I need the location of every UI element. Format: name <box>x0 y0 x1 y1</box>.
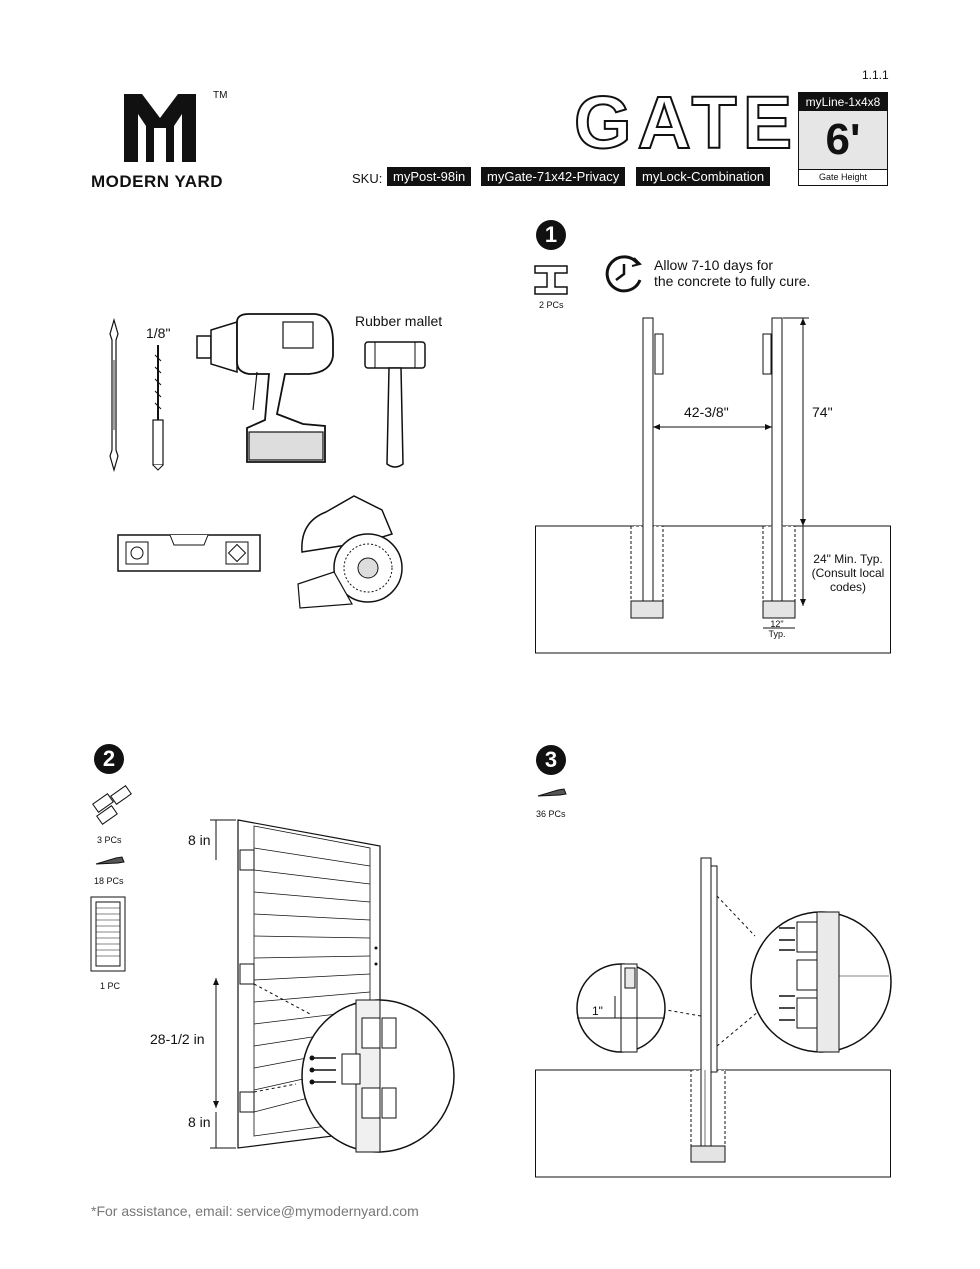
brand-name: MODERN YARD <box>91 172 224 191</box>
sku-tag-gate: myGate-71x42-Privacy <box>481 167 626 186</box>
depth-line-2: (Consult local <box>811 566 885 580</box>
height-box-model: myLine-1x4x8 <box>799 93 887 111</box>
gate-mount-diagram <box>535 857 892 1178</box>
mallet-label: Rubber mallet <box>355 313 443 329</box>
height-box-caption: Gate Height <box>799 169 887 185</box>
step-1-number: 1 <box>536 220 566 250</box>
sku-tag-post: myPost-98in <box>387 167 472 186</box>
drill-bit-size: 1/8" <box>146 325 171 341</box>
spirit-level-icon <box>117 534 261 572</box>
cure-note-line-1: Allow 7-10 days for <box>654 257 774 273</box>
gate-quantity: 1 PC <box>100 981 121 991</box>
screwdriver-bit-icon <box>109 317 119 473</box>
assistance-note: *For assistance, email: service@mymodern… <box>91 1203 419 1219</box>
bottom-offset-label: 8 in <box>188 1114 211 1130</box>
hole-width-line-1: 12" <box>770 619 784 629</box>
brand-logo-mark <box>124 94 196 162</box>
post-spacing-label: 42-3/8" <box>684 404 729 420</box>
cordless-drill-icon <box>196 313 334 463</box>
cure-note-line-2: the concrete to fully cure. <box>654 273 811 289</box>
post-icon <box>534 265 568 295</box>
version-number: 1.1.1 <box>862 68 889 82</box>
top-offset-label: 8 in <box>188 832 211 848</box>
depth-line-1: 24" Min. Typ. <box>813 552 883 566</box>
screw-quantity-step-3: 36 PCs <box>536 809 566 819</box>
hinge-icon <box>92 785 132 825</box>
screw-icon-step-3 <box>537 788 567 797</box>
step-3-number: 3 <box>536 745 566 775</box>
post-quantity: 2 PCs <box>539 300 564 310</box>
hinge-quantity: 3 PCs <box>97 835 122 845</box>
hole-width-label: 12" Typ. <box>765 619 789 639</box>
rubber-mallet-icon <box>364 341 426 468</box>
sku-label: SKU: <box>352 171 383 186</box>
screw-quantity: 18 PCs <box>94 876 124 886</box>
timer-clock-icon <box>605 255 642 293</box>
screw-icon <box>95 856 125 865</box>
depth-line-3: codes) <box>829 580 867 594</box>
page-title: GATE <box>573 81 799 164</box>
drill-bit-icon <box>152 345 164 471</box>
post-height-label: 74" <box>812 404 833 420</box>
gate-panel-icon <box>90 896 126 972</box>
sku-tag-lock: myLock-Combination <box>636 167 771 186</box>
depth-label: 24" Min. Typ. (Consult local codes) <box>806 552 890 594</box>
circular-saw-icon <box>297 495 403 609</box>
post-install-diagram <box>535 317 891 654</box>
height-box-value: 6' <box>799 111 887 169</box>
hole-width-line-2: Typ. <box>768 629 786 639</box>
gate-hinge-diagram <box>210 819 455 1153</box>
gate-height-box: myLine-1x4x8 6' Gate Height <box>798 92 888 186</box>
gap-label: 1" <box>592 1004 603 1018</box>
step-2-number: 2 <box>94 744 124 774</box>
trademark: TM <box>213 90 228 101</box>
hinge-spacing-label: 28-1/2 in <box>150 1031 205 1047</box>
